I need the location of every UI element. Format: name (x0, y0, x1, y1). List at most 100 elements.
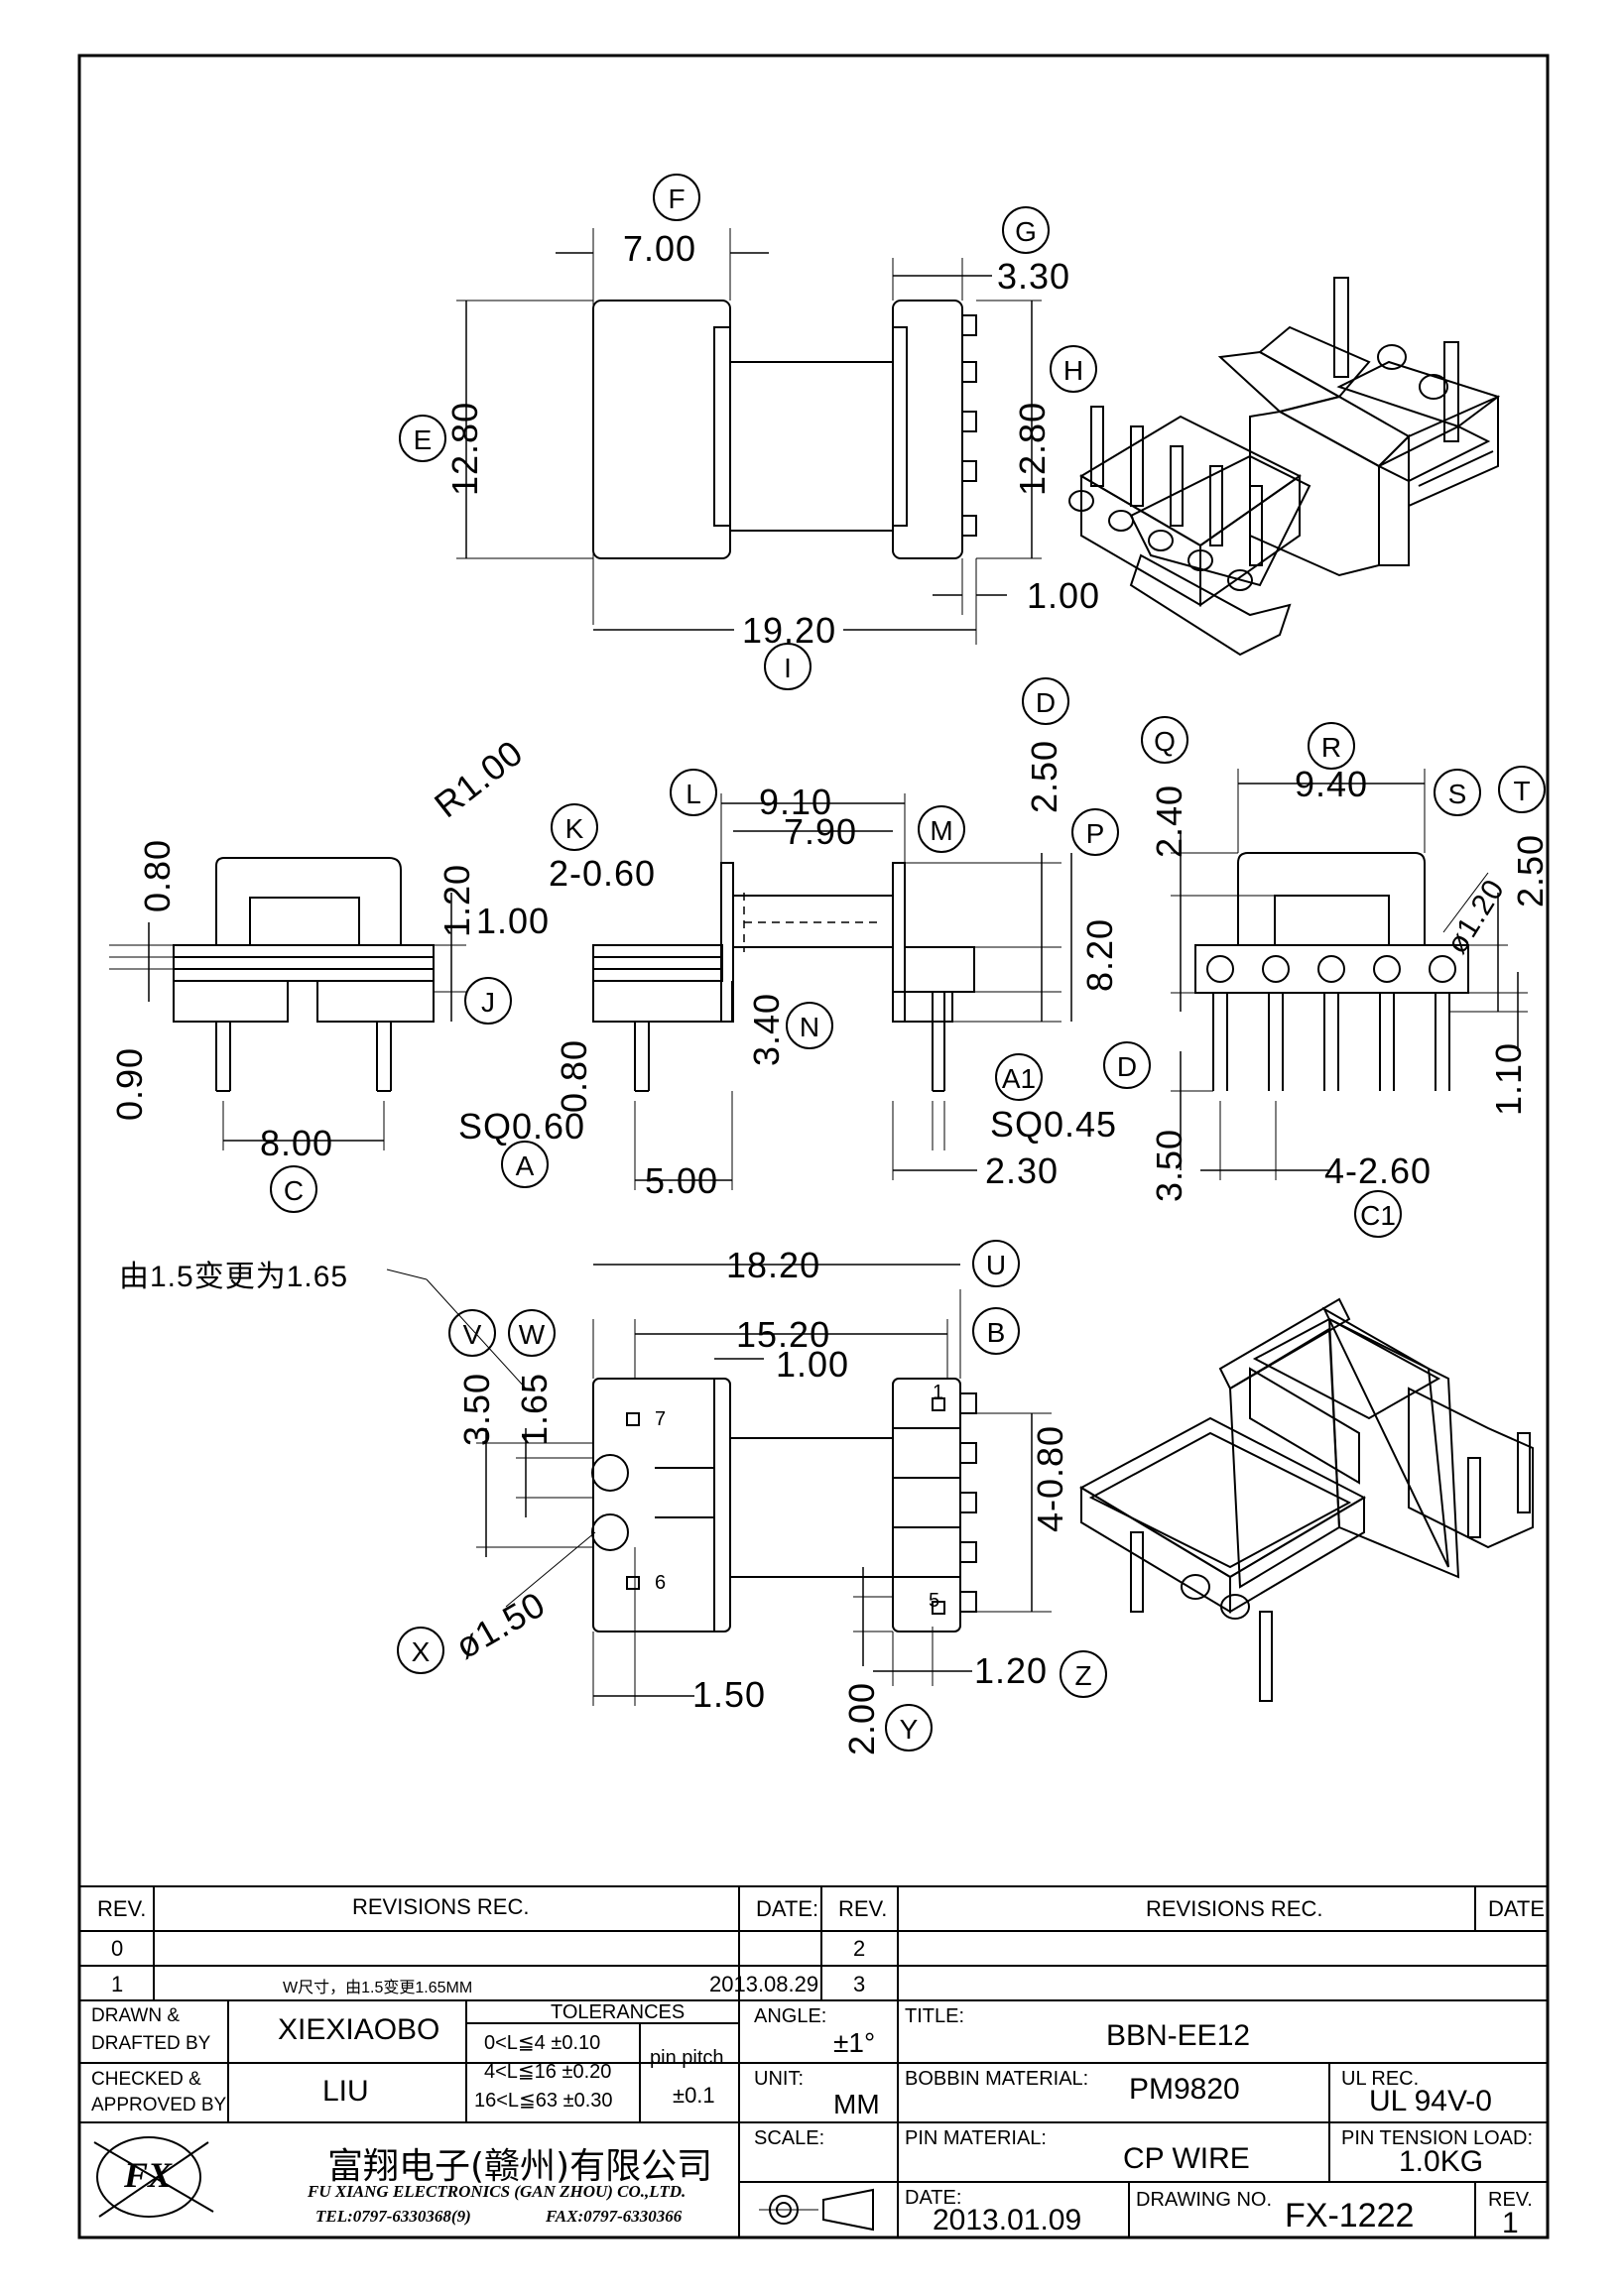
callout-q: Q (1141, 716, 1188, 764)
tolerances-label: TOLERANCES (551, 2001, 686, 2023)
dim-2-060: 2-0.60 (549, 853, 657, 894)
drawn-value: XIEXIAOBO (278, 2013, 440, 2046)
rev-row-3-rev: 3 (853, 1972, 866, 1996)
dim-8-20: 8.20 (1079, 917, 1120, 992)
callout-s: S (1434, 769, 1481, 816)
rev-row-1-date: 2013.08.29 (709, 1972, 819, 1996)
dim-12-80-left: 12.80 (444, 401, 485, 496)
callout-v: V (448, 1309, 496, 1357)
dim-2-40: 2.40 (1149, 784, 1189, 858)
dim-1-20: 1.20 (437, 863, 477, 937)
callout-t: T (1498, 766, 1546, 813)
unit-value: MM (833, 2089, 880, 2119)
scale-label: SCALE: (754, 2127, 825, 2149)
rev-label: REV. (1488, 2189, 1533, 2211)
revision-note: 由1.5变更为1.65 (119, 1261, 349, 1293)
pin-stubs (961, 314, 977, 537)
mid-center-view (592, 793, 1072, 1190)
dim-sq045: SQ0.45 (990, 1104, 1118, 1145)
pin-tension-label: PIN TENSION LOAD: (1341, 2127, 1534, 2149)
dim-2-00: 2.00 (841, 1681, 882, 1755)
unit-label: UNIT: (754, 2068, 804, 2090)
pin-label-1: 1 (933, 1382, 944, 1403)
pin-label-6: 6 (655, 1572, 667, 1594)
callout-k: K (551, 803, 598, 851)
dim-0-90: 0.90 (109, 1046, 150, 1121)
callout-m: M (918, 805, 965, 853)
callout-j: J (464, 977, 512, 1025)
callout-h: H (1050, 345, 1097, 393)
callout-c1: C1 (1354, 1190, 1402, 1238)
callout-u: U (972, 1240, 1020, 1287)
dim-3-40: 3.40 (746, 992, 787, 1066)
sheet-border (77, 54, 1550, 2239)
dim-2-50-d: 2.50 (1024, 739, 1064, 813)
rev-row-1-text: W尺寸，由1.5变更1.65MM (283, 1980, 473, 1996)
top-front-view (456, 228, 1042, 645)
dim-4-080: 4-0.80 (1030, 1424, 1070, 1532)
title-label: TITLE: (905, 2005, 965, 2027)
company-tel: TEL:0797-6330368(9) (315, 2207, 471, 2226)
pin-label-7: 7 (655, 1408, 667, 1430)
dim-1-00-bot: 1.00 (776, 1344, 850, 1385)
callout-b: B (972, 1307, 1020, 1355)
rev-value: 1 (1502, 2207, 1519, 2239)
projection-symbol (759, 2188, 874, 2232)
callout-e: E (399, 415, 446, 462)
dim-1-00-top: 1.00 (1027, 575, 1101, 616)
rev-row-2-rev: 2 (853, 1936, 866, 1961)
dim-1-20-bot: 1.20 (974, 1650, 1049, 1691)
top-iso-view (1068, 277, 1501, 657)
drawn-label-2: DRAFTED BY (91, 2033, 211, 2054)
angle-value: ±1° (833, 2027, 876, 2058)
dim-4-260: 4-2.60 (1324, 1150, 1433, 1191)
callout-i: I (764, 643, 812, 690)
callout-n: N (786, 1002, 833, 1049)
pin-pitch-label: pin pitch (650, 2047, 724, 2069)
callout-a: A (501, 1141, 549, 1188)
drawn-label-1: DRAWN & (91, 2005, 181, 2026)
revisions-header-left: REVISIONS REC. (352, 1894, 530, 1919)
title-value: BBN-EE12 (1106, 2019, 1251, 2052)
pin-pitch-value: ±0.1 (673, 2083, 715, 2108)
dim-3-50-mid: 3.50 (1149, 1128, 1189, 1202)
pin-material-value: CP WIRE (1123, 2142, 1250, 2175)
dim-9-10: 9.10 (759, 782, 833, 822)
callout-f: F (653, 174, 700, 221)
dim-7-00: 7.00 (623, 228, 697, 269)
bottom-top-view (386, 1264, 1052, 1706)
date-value: 2013.01.09 (933, 2204, 1082, 2236)
dim-sq060: SQ0.60 (458, 1106, 586, 1147)
company-name-en: FU XIANG ELECTRONICS (GAN ZHOU) CO.,LTD. (308, 2182, 687, 2201)
ul-value: UL 94V-0 (1369, 2085, 1492, 2117)
checked-label-2: APPROVED BY (91, 2095, 227, 2115)
angle-label: ANGLE: (754, 2005, 827, 2027)
callout-y: Y (885, 1704, 933, 1752)
drawing-no-label: DRAWING NO. (1136, 2189, 1273, 2211)
callout-r: R (1308, 722, 1355, 770)
logo-text: FX (124, 2155, 173, 2195)
tol-row-1: 0<L≦4 ±0.10 (484, 2032, 601, 2054)
dim-1-00-mid: 1.00 (476, 901, 551, 941)
rev-header-right: REV. (838, 1896, 888, 1921)
dim-1-50-bot: 1.50 (692, 1674, 767, 1715)
mid-right-view (1171, 769, 1528, 1180)
callout-a1: A1 (995, 1053, 1043, 1101)
date-header-left: DATE: (756, 1896, 819, 1921)
callout-d-top: D (1022, 677, 1069, 725)
dim-18-20: 18.20 (726, 1245, 821, 1285)
dim-3-30: 3.30 (997, 256, 1071, 297)
callout-w: W (508, 1309, 556, 1357)
company-logo (93, 2136, 214, 2218)
dim-8-00: 8.00 (260, 1123, 334, 1163)
callout-x: X (397, 1627, 444, 1674)
pin-tension-value: 1.0KG (1399, 2145, 1484, 2178)
checked-label-1: CHECKED & (91, 2069, 201, 2090)
date-header-right: DATE: (1488, 1896, 1552, 1921)
tol-row-3: 16<L≦63 ±0.30 (474, 2090, 613, 2112)
drawing-no-value: FX-1222 (1285, 2197, 1415, 2235)
callout-l: L (670, 769, 717, 816)
callout-c: C (270, 1165, 317, 1213)
